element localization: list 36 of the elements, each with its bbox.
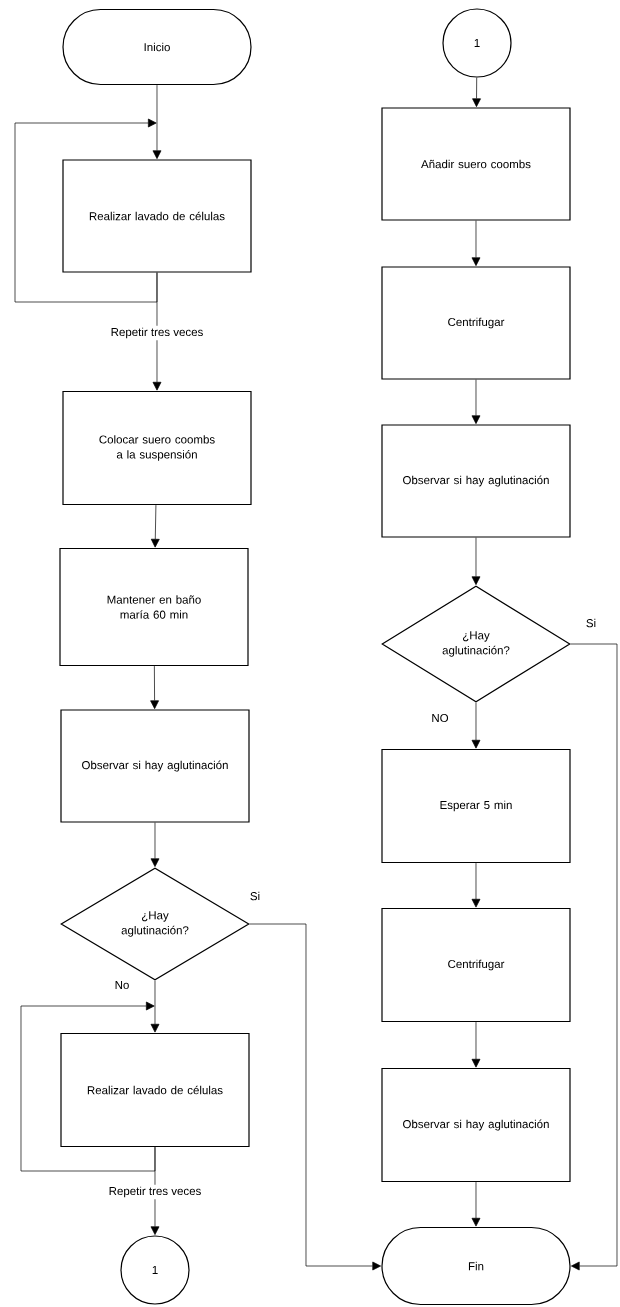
arrow	[570, 643, 618, 1271]
arrow	[152, 84, 162, 159]
edge-label: No	[115, 981, 129, 989]
edge-label: Si	[586, 618, 596, 628]
process-box: Realizar lavado de células	[60, 1032, 250, 1148]
arrow	[150, 980, 160, 1033]
process-box: Observar si hay aglutinación	[60, 709, 250, 823]
edge-label: NO	[432, 713, 449, 723]
edge-label: Repetir tres veces	[106, 1184, 204, 1200]
arrow	[472, 77, 481, 107]
edge-label: Si	[250, 891, 260, 901]
process-box: Añadir suero coombs	[381, 107, 571, 221]
arrow	[249, 923, 381, 1271]
arrow	[471, 862, 481, 908]
process-box: Colocar suero coombs a la suspensión	[62, 390, 252, 506]
process-box: Mantener en baño maría 60 min	[59, 547, 249, 667]
process-box: Centrifugar	[381, 266, 571, 380]
arrow	[152, 272, 162, 391]
process-box: Esperar 5 min	[381, 748, 571, 864]
arrow	[471, 702, 481, 749]
arrow	[150, 504, 160, 548]
process-box: Centrifugar	[381, 907, 571, 1023]
arrow	[471, 220, 481, 266]
process-box: Realizar lavado de células	[62, 159, 252, 273]
arrow	[471, 1021, 481, 1068]
process-box: Observar si hay aglutinación	[381, 424, 571, 538]
arrow	[14, 118, 158, 303]
arrow	[150, 665, 159, 709]
edge-label: Repetir tres veces	[108, 325, 206, 341]
arrow	[150, 1146, 160, 1235]
arrow	[471, 379, 481, 424]
process-box: Observar si hay aglutinación	[381, 1067, 571, 1183]
arrow	[20, 1001, 156, 1172]
arrow	[471, 537, 481, 585]
arrow	[471, 1181, 481, 1227]
arrow	[150, 822, 160, 867]
